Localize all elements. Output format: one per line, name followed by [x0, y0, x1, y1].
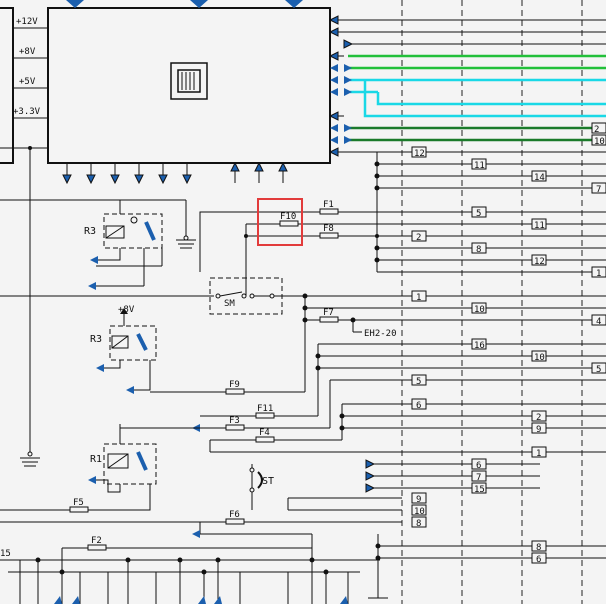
svg-text:8: 8 [476, 245, 481, 255]
left-module-edge [0, 7, 14, 164]
svg-text:11: 11 [534, 221, 545, 231]
svg-text:SM: SM [224, 299, 235, 309]
fuse-F3: F3 [225, 416, 245, 431]
svg-text:16: 16 [474, 341, 485, 351]
svg-text:8: 8 [416, 519, 421, 529]
svg-text:2: 2 [536, 413, 541, 423]
dark-green-signal-lines [348, 126, 592, 142]
svg-text:F4: F4 [259, 428, 270, 438]
dashed-grid [401, 0, 583, 604]
svg-text:F11: F11 [257, 404, 273, 414]
fuse-F4: F4 [255, 428, 275, 443]
cyan-signal-lines [350, 78, 606, 118]
svg-text:1: 1 [536, 449, 541, 459]
svg-text:2: 2 [416, 233, 421, 243]
svg-text:F5: F5 [73, 498, 84, 508]
svg-text:F3: F3 [229, 416, 240, 426]
svg-text:10: 10 [414, 507, 425, 517]
switch-SM[interactable]: SM [0, 277, 283, 315]
fuse-F10: F10 [279, 212, 299, 227]
fuse-F2: F2 [87, 536, 107, 551]
svg-text:F9: F9 [229, 380, 240, 390]
fuse-F6: F6 [225, 510, 245, 525]
rail-5v: +5V [19, 77, 36, 87]
bottom-arrows [62, 161, 288, 185]
left-cut-number: 15 [0, 549, 11, 559]
rail-3v3: +3.3V [13, 107, 41, 117]
svg-text:5: 5 [596, 365, 601, 375]
boxed-numbers-center [411, 146, 547, 528]
svg-text:F10: F10 [280, 212, 296, 222]
connector-label: EH2-20 [364, 329, 397, 339]
svg-text:9: 9 [536, 425, 541, 435]
start-switch[interactable]: ST [249, 464, 274, 510]
svg-text:11: 11 [474, 161, 485, 171]
svg-text:F1: F1 [323, 200, 334, 210]
fuse-F11: F11 [255, 404, 275, 419]
svg-text:10: 10 [474, 305, 485, 315]
svg-text:15: 15 [474, 485, 485, 495]
right-signal-arrows [328, 15, 606, 157]
svg-text:10: 10 [594, 137, 605, 147]
ground-bus [0, 147, 48, 467]
top-input-arrows [66, 0, 303, 8]
svg-text:6: 6 [476, 461, 481, 471]
svg-text:R1: R1 [90, 454, 102, 465]
svg-text:+8V: +8V [118, 305, 135, 315]
svg-text:7: 7 [596, 185, 601, 195]
fuse-F5: F5 [69, 498, 89, 513]
svg-text:8: 8 [536, 543, 541, 553]
svg-text:7: 7 [476, 473, 481, 483]
svg-text:ST: ST [262, 476, 274, 487]
chip-icon [170, 62, 208, 100]
fuse-F7: F7 [319, 308, 339, 323]
svg-text:9: 9 [416, 495, 421, 505]
rail-12v: +12V [16, 17, 38, 27]
relay-R2: R3 [84, 199, 196, 290]
input-arrows-6-7-15 [365, 459, 540, 493]
relay-R1: R1 [0, 424, 200, 511]
svg-text:5: 5 [476, 209, 481, 219]
highlight-box [257, 198, 303, 246]
relay-R3: R3 +8V [90, 305, 157, 394]
boxed-numbers-right [531, 170, 606, 564]
svg-text:F8: F8 [323, 224, 334, 234]
svg-text:10: 10 [534, 353, 545, 363]
svg-text:R3: R3 [90, 334, 102, 345]
svg-text:F6: F6 [229, 510, 240, 520]
svg-text:F2: F2 [91, 536, 102, 546]
green-signal-lines [348, 54, 606, 70]
svg-text:12: 12 [534, 257, 545, 267]
right-edge-boxes-top: 2 10 [591, 122, 606, 147]
svg-text:6: 6 [416, 401, 421, 411]
rail-labels: +12V +8V +5V +3.3V [13, 17, 41, 117]
svg-text:5: 5 [416, 377, 421, 387]
bottom-bus [0, 534, 606, 604]
svg-text:1: 1 [416, 293, 421, 303]
controller-module [47, 7, 331, 164]
svg-text:F7: F7 [323, 308, 334, 318]
rail-8v: +8V [19, 47, 36, 57]
svg-text:14: 14 [534, 173, 545, 183]
svg-text:1: 1 [596, 269, 601, 279]
fuse-F8: F8 [319, 224, 339, 239]
svg-text:4: 4 [596, 317, 601, 327]
svg-text:6: 6 [536, 555, 541, 565]
svg-text:R3: R3 [84, 226, 96, 237]
svg-text:12: 12 [414, 149, 425, 159]
fuse-F1: F1 [319, 200, 339, 215]
svg-text:2: 2 [594, 125, 599, 135]
fuse-F9: F9 [225, 380, 245, 395]
